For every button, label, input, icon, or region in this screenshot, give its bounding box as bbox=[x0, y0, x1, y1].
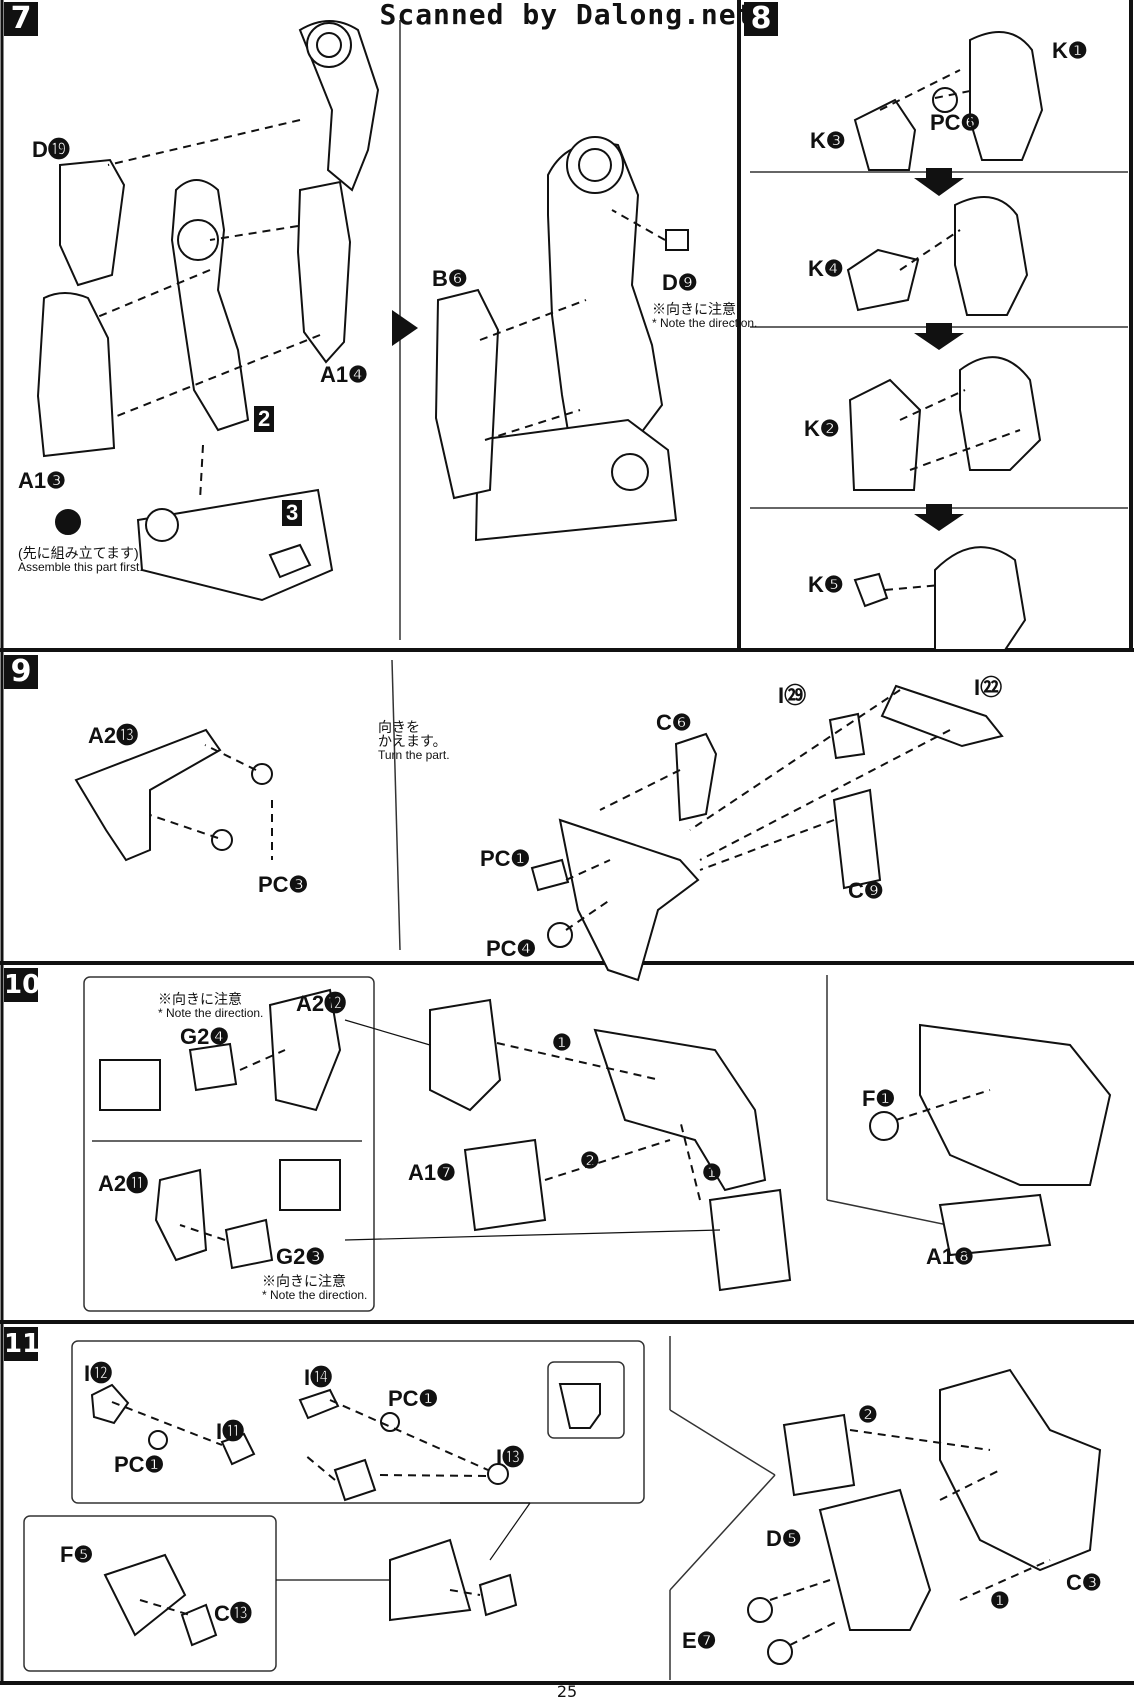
label-c3: C❸ bbox=[1066, 1570, 1102, 1595]
label-pcl-1: PC❶ bbox=[114, 1452, 165, 1477]
note-assemble-first-en: Assemble this part first. bbox=[18, 560, 143, 574]
label-c6: C❻ bbox=[656, 710, 692, 735]
label-c9: C❾ bbox=[848, 878, 884, 903]
label-c13: C⓭ bbox=[214, 1601, 252, 1626]
label-k4: K❹ bbox=[808, 256, 844, 281]
label-i22: I㉒ bbox=[974, 675, 1003, 700]
label-f1: F❶ bbox=[862, 1086, 896, 1111]
step-10-number: 10 bbox=[4, 968, 41, 1002]
label-i29: I㉙ bbox=[778, 683, 807, 708]
note-direction-bottom-jp: ※向きに注意 bbox=[262, 1273, 346, 1289]
label-pcg: PC❻ bbox=[930, 110, 981, 135]
step-7-number: 7 bbox=[4, 2, 38, 36]
note-direction-bottom-en: * Note the direction. bbox=[262, 1288, 368, 1302]
label-g24: G2❹ bbox=[180, 1024, 230, 1049]
label-a13: A1❸ bbox=[18, 468, 66, 493]
label-i13: I⓭ bbox=[496, 1445, 525, 1470]
label-pcb: PC❸ bbox=[258, 872, 309, 897]
label-g23: G2❸ bbox=[276, 1244, 326, 1269]
label-i12: I⓬ bbox=[84, 1361, 113, 1386]
note-direction-en: * Note the direction. bbox=[652, 316, 758, 330]
label-f5: F❺ bbox=[60, 1542, 94, 1567]
note-direction-top-jp: ※向きに注意 bbox=[158, 991, 242, 1007]
note-direction-top: ※向きに注意 * Note the direction. bbox=[158, 992, 263, 1020]
label-d9: D❾ bbox=[662, 270, 698, 295]
label-i14: I⓮ bbox=[304, 1365, 333, 1390]
note-direction-jp: ※向きに注意 bbox=[652, 301, 736, 317]
label-pci: PC❶ bbox=[480, 846, 531, 871]
order-marker-2: ❷ bbox=[580, 1148, 600, 1173]
order-marker-2-step11: ❷ bbox=[858, 1402, 878, 1427]
label-i11: I⓫ bbox=[216, 1419, 245, 1444]
label-a18: A1❽ bbox=[926, 1244, 974, 1269]
label-a212: A2⓬ bbox=[296, 991, 347, 1016]
label-d19: D⓳ bbox=[32, 137, 70, 162]
sub-step-2-badge: 2 bbox=[254, 406, 275, 432]
order-marker-1b: ❶ bbox=[702, 1160, 722, 1185]
label-d5: D❺ bbox=[766, 1526, 802, 1551]
watermark-text: Scanned by Dalong.net bbox=[379, 0, 755, 31]
label-k2: K❷ bbox=[804, 416, 840, 441]
label-e7: E❼ bbox=[682, 1628, 717, 1653]
label-b6: B❻ bbox=[432, 266, 468, 291]
label-k5: K❺ bbox=[808, 572, 844, 597]
note-turn-en: Turn the part. bbox=[378, 748, 450, 762]
order-marker-1-step11: ❶ bbox=[990, 1588, 1010, 1613]
label-a14: A1❹ bbox=[320, 362, 368, 387]
label-pcl-2: PC❶ bbox=[388, 1386, 439, 1411]
note-assemble-first-jp: (先に組み立てます) bbox=[18, 545, 139, 561]
label-a213: A2⓭ bbox=[88, 723, 139, 748]
label-k1: K❶ bbox=[1052, 38, 1088, 63]
note-turn-jp1: 向きを bbox=[378, 719, 420, 735]
note-direction-bottom: ※向きに注意 * Note the direction. bbox=[262, 1274, 367, 1302]
order-marker-1: ❶ bbox=[552, 1030, 572, 1055]
step-9-number: 9 bbox=[4, 655, 38, 689]
label-k3: K❸ bbox=[810, 128, 846, 153]
note-turn-part: 向きを かえます。 Turn the part. bbox=[378, 720, 450, 762]
label-a17: A1❼ bbox=[408, 1160, 456, 1185]
step-11-number: 11 bbox=[4, 1327, 41, 1361]
note-direction-top-en: * Note the direction. bbox=[158, 1006, 264, 1020]
note-turn-jp2: かえます。 bbox=[378, 733, 447, 749]
sub-step-3-badge: 3 bbox=[282, 500, 303, 526]
label-pch: PC❹ bbox=[486, 936, 537, 961]
note-assemble-first: (先に組み立てます) Assemble this part first. bbox=[18, 546, 143, 574]
step-8-number: 8 bbox=[744, 2, 778, 36]
label-a211: A2⓫ bbox=[98, 1171, 149, 1196]
page-number: 25 bbox=[556, 1682, 578, 1701]
note-direction-step7: ※向きに注意 * Note the direction. bbox=[652, 302, 757, 330]
